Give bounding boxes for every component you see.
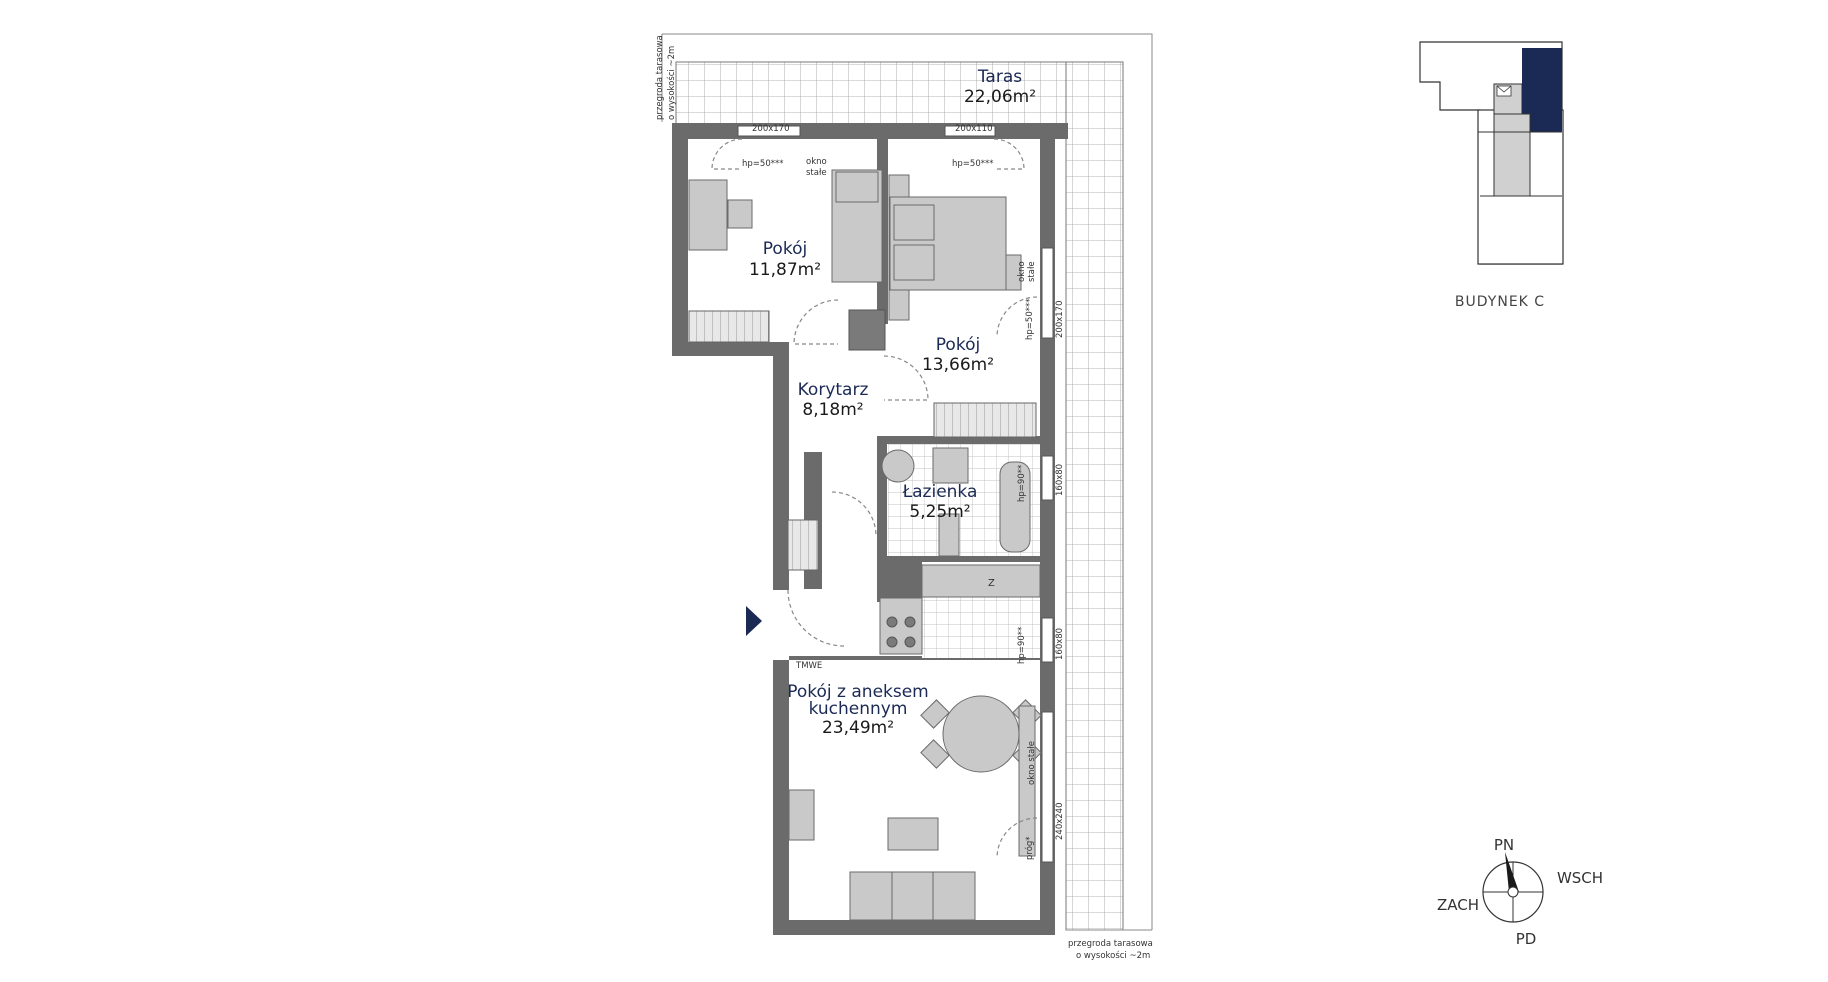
fixed-window-note-1b: stałe — [806, 168, 827, 178]
window-size-side-3: 160x80 — [1055, 628, 1065, 660]
window-size-side-2: 160x80 — [1055, 464, 1065, 496]
living-name-line1: Pokój z aneksem — [787, 682, 929, 702]
bathroom-name: Łazienka — [902, 482, 978, 502]
fixed-window-note-1a: okno — [806, 157, 827, 167]
annotations: przegroda tarasowa o wysokości ~2m przeg… — [655, 35, 1153, 961]
window-size-top-right: 200x110 — [955, 124, 992, 134]
partition-note-bottom-line2: o wysokości ~2m — [1076, 950, 1150, 961]
sill-height-side-2: hp=90** — [1017, 465, 1027, 502]
room1-area: 11,87m² — [749, 260, 821, 280]
room1-name: Pokój — [763, 239, 807, 259]
compass-north: PN — [1494, 836, 1514, 854]
threshold-note: próg* — [1024, 836, 1035, 860]
compass-east: WSCH — [1557, 869, 1603, 887]
building-key-plan: BUDYNEK C — [1419, 41, 1564, 310]
partition-note-top-line1: przegroda tarasowa — [655, 35, 665, 120]
door-swings — [711, 138, 1038, 859]
sill-height-side-1: hp=50*** — [1025, 299, 1035, 340]
meter-note: TMWE — [795, 661, 822, 671]
kitchen-z-label: Z — [988, 578, 995, 589]
partition-note-bottom-line1: przegroda tarasowa — [1068, 939, 1153, 949]
living-name-line2: kuchennym — [809, 699, 908, 719]
window-size-top-left: 200x170 — [752, 124, 789, 134]
sill-height-side-3: hp=90** — [1017, 627, 1027, 664]
room-labels: Taras 22,06m² Pokój 11,87m² Pokój 13,66m… — [749, 67, 1036, 738]
living-area: 23,49m² — [822, 718, 894, 738]
bathroom-area: 5,25m² — [909, 502, 970, 522]
room2-area: 13,66m² — [922, 355, 994, 375]
room2-name: Pokój — [936, 335, 980, 355]
compass-south: PD — [1516, 930, 1537, 948]
compass-icon: PN WSCH ZACH PD — [1437, 836, 1603, 948]
building-label: BUDYNEK C — [1455, 294, 1545, 310]
mail-icon — [1496, 85, 1512, 97]
corridor-area: 8,18m² — [802, 400, 863, 420]
kitchen-floor — [922, 596, 1040, 658]
sill-height-top-right: hp=50*** — [952, 159, 993, 169]
windows — [737, 125, 1054, 863]
terrace-name: Taras — [977, 67, 1022, 87]
fixed-window-note-2b: stałe — [1027, 261, 1037, 282]
window-size-side-1: 200x170 — [1055, 301, 1065, 338]
entrance-arrow-icon — [746, 606, 762, 636]
fixed-window-note-3: okno stałe — [1027, 741, 1037, 785]
corridor-name: Korytarz — [798, 380, 869, 400]
terrace-area: 22,06m² — [964, 87, 1036, 107]
terrace — [661, 33, 1153, 931]
sill-height-top-left: hp=50*** — [742, 159, 783, 169]
compass-west: ZACH — [1437, 896, 1479, 914]
window-size-side-4: 240x240 — [1055, 803, 1065, 840]
furniture — [688, 169, 1042, 921]
partition-note-top-line2: o wysokości ~2m — [666, 46, 677, 120]
fixed-window-note-2a: okno — [1017, 261, 1027, 282]
